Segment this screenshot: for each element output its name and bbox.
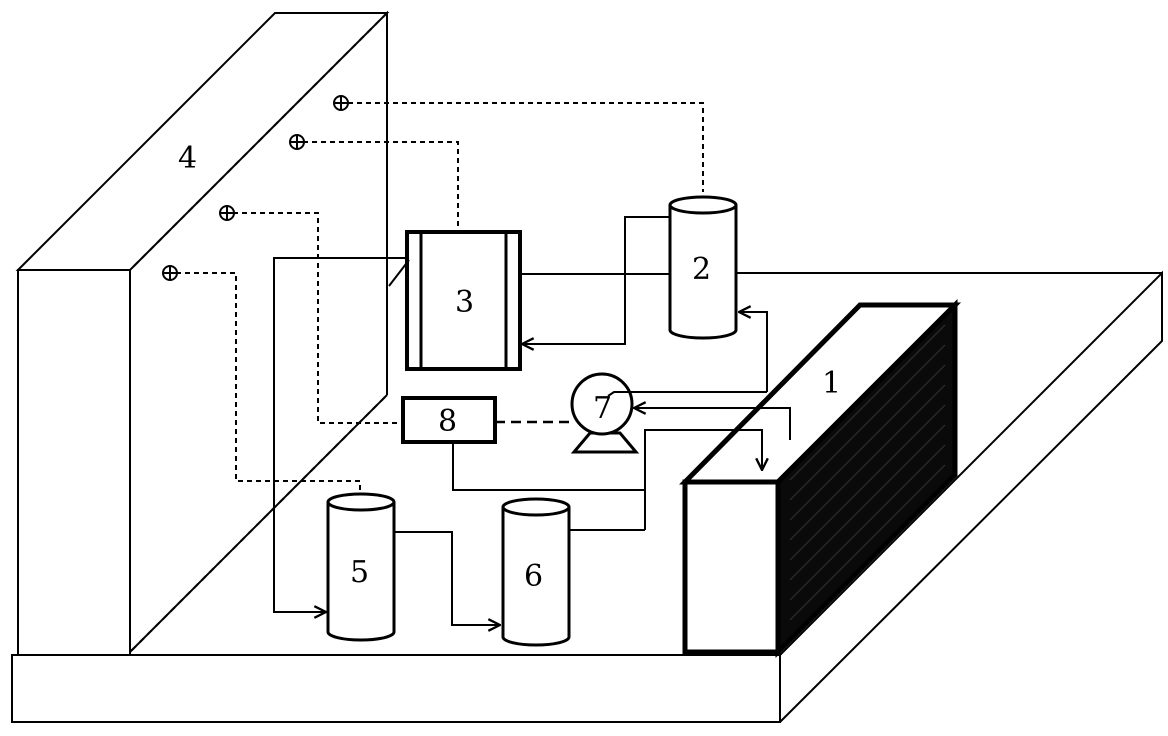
sensor-icons xyxy=(162,95,349,281)
sensor-icon xyxy=(162,265,178,281)
label-3: 3 xyxy=(455,285,474,320)
label-5: 5 xyxy=(350,555,369,590)
piping-solid xyxy=(273,216,791,625)
label-8: 8 xyxy=(438,404,457,439)
unit-3-module xyxy=(405,230,522,371)
unit-5-cylinder xyxy=(326,492,396,642)
label-7: 7 xyxy=(593,391,612,426)
unit-1-box xyxy=(679,298,962,659)
label-1: 1 xyxy=(822,366,841,401)
sensor-icon xyxy=(219,205,235,221)
base-platform xyxy=(11,270,1163,723)
label-2: 2 xyxy=(692,252,711,287)
label-4: 4 xyxy=(178,141,197,176)
sensor-icon xyxy=(289,134,305,150)
unit-2-cylinder xyxy=(668,195,738,340)
unit-8-controller xyxy=(401,396,497,444)
signal-lines-dashed xyxy=(176,102,704,494)
sensor-icon xyxy=(333,95,349,111)
unit-1-grille xyxy=(789,324,946,621)
unit-6-cylinder xyxy=(501,497,571,647)
labels: 1 2 3 4 5 6 7 8 xyxy=(178,141,841,594)
unit-7-pump xyxy=(570,372,640,454)
wall-4 xyxy=(15,10,390,656)
label-6: 6 xyxy=(524,559,543,594)
